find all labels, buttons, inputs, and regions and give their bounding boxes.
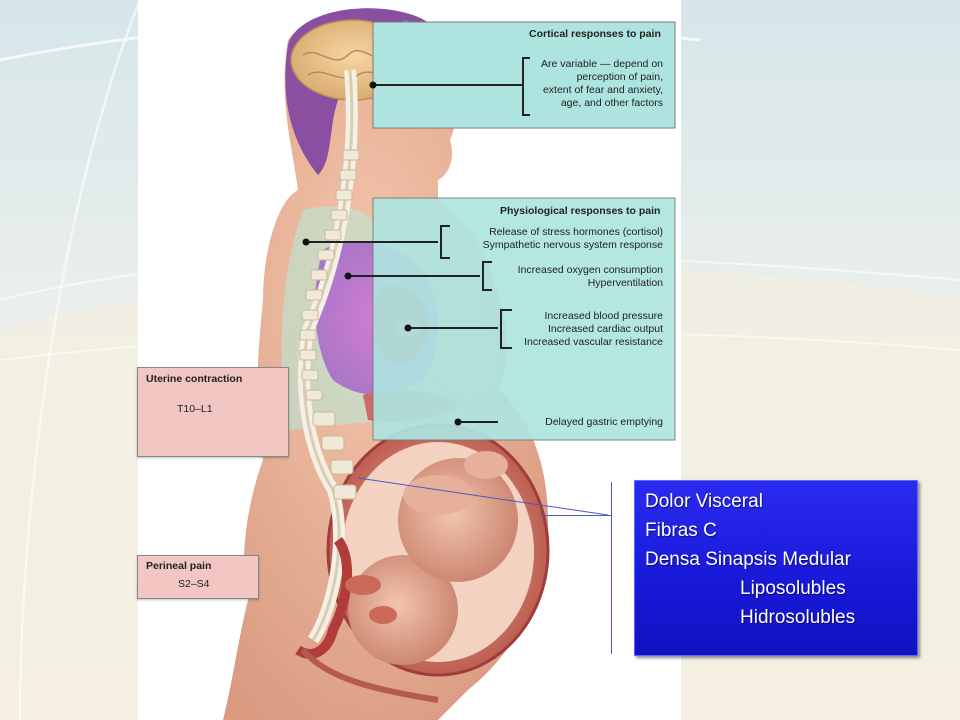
note-line-liposolubles: Liposolubles — [740, 578, 846, 599]
physio-group1-line-2: Sympathetic nervous system response — [482, 239, 663, 251]
physio-group3-line-3: Increased vascular resistance — [524, 336, 663, 348]
perineal-title: Perineal pain — [146, 560, 212, 572]
note-connector-line — [611, 482, 612, 654]
physio-group2-line-1: Increased oxygen consumption — [517, 264, 663, 276]
physio-gastric: Delayed gastric emptying — [545, 416, 663, 428]
cortical-line-1: Are variable — depend on — [541, 58, 663, 70]
cortical-line-2: perception of pain, — [576, 71, 663, 83]
physio-group3-line-1: Increased blood pressure — [544, 310, 664, 322]
physio-group1-line-1: Release of stress hormones (cortisol) — [489, 226, 663, 238]
anatomy-illustration — [138, 0, 681, 720]
note-line-hidrosolubles: Hidrosolubles — [740, 607, 856, 628]
note-line-dolor-visceral: Dolor Visceral — [645, 491, 763, 512]
physio-group3-line-2: Increased cardiac output — [548, 323, 663, 335]
physiological-title: Physiological responses to pain — [500, 205, 661, 217]
physio-group2-line-2: Hyperventilation — [587, 277, 663, 289]
uterine-title: Uterine contraction — [146, 373, 243, 385]
cortical-title: Cortical responses to pain — [529, 28, 661, 40]
cortical-line-3: extent of fear and anxiety, — [542, 84, 663, 96]
note-line-fibras-c: Fibras C — [645, 520, 717, 541]
note-connector-h — [540, 515, 612, 516]
clinical-note-box — [634, 480, 918, 656]
uterine-contraction-box — [137, 367, 289, 457]
note-line-densa-sinapsis: Densa Sinapsis Medular — [645, 549, 851, 570]
perineal-pain-box — [137, 555, 259, 599]
uterine-level: T10–L1 — [177, 403, 213, 415]
perineal-level: S2–S4 — [178, 578, 210, 590]
cortical-line-4: age, and other factors — [560, 97, 663, 109]
